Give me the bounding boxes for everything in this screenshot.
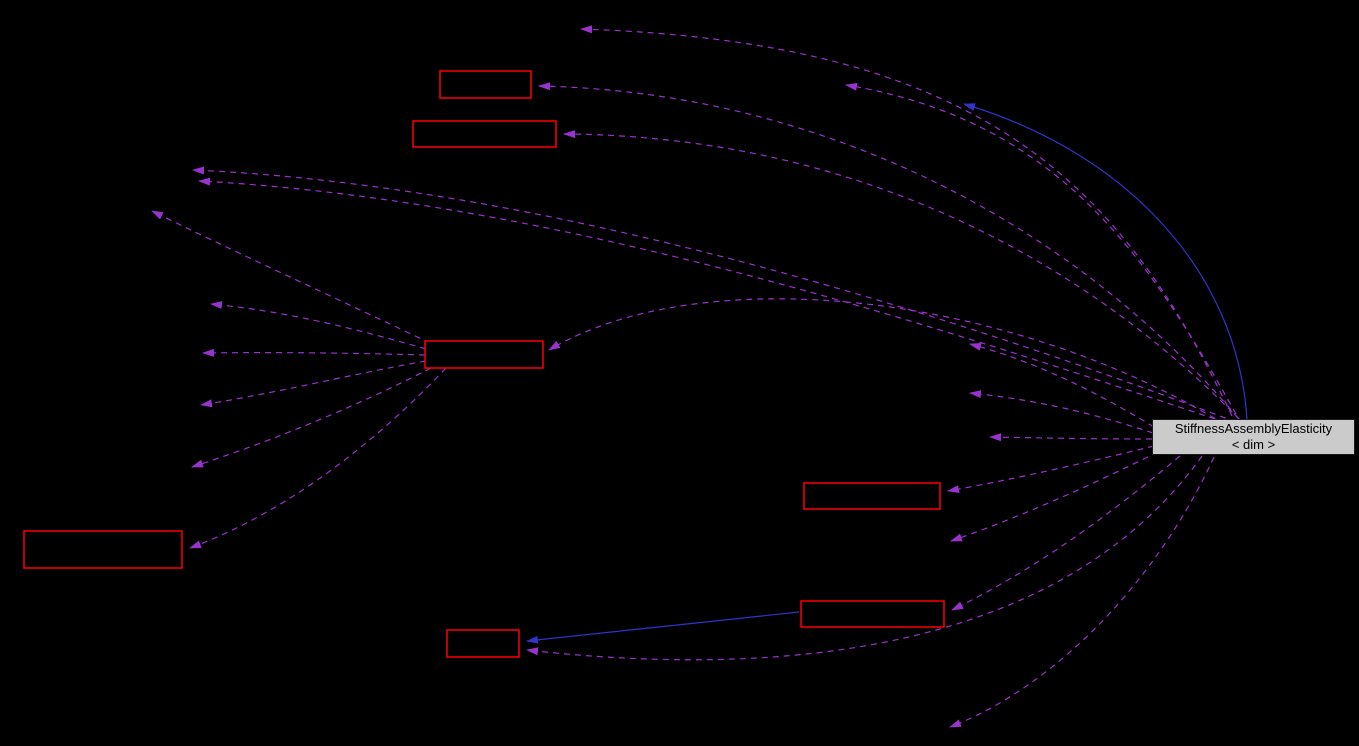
class-node-label-line1: StiffnessAssemblyElasticity xyxy=(1174,421,1333,436)
usage-edge-to-top-left-class xyxy=(580,25,1233,417)
node-layer xyxy=(23,70,945,658)
middlebox-edge-to-left-class-4 xyxy=(200,360,427,408)
usage-edge-to-box-middle xyxy=(548,298,1235,431)
usage-edge-to-box-right-lower xyxy=(951,455,1181,611)
class-box-right-lower[interactable] xyxy=(800,600,945,628)
class-box-bottom-small[interactable] xyxy=(446,629,520,658)
usage-edge-to-top-center-class xyxy=(845,82,1237,415)
usage-edge-to-far-left-class-2 xyxy=(198,177,1237,427)
usage-edge-to-right-class-3 xyxy=(989,433,1153,442)
usage-edge-to-box-bottom-small xyxy=(526,455,1203,661)
usage-edge-to-right-class-4 xyxy=(950,451,1159,542)
middlebox-edge-to-left-class-1 xyxy=(151,210,431,344)
usage-edge-to-box-right-upper xyxy=(947,445,1155,493)
class-box-left[interactable] xyxy=(23,530,183,569)
inheritance-edge-lower-to-bottom xyxy=(526,611,800,644)
middlebox-edge-to-left-class-3 xyxy=(202,348,426,357)
middlebox-edge-to-left-class-2 xyxy=(210,301,427,350)
class-node-label-line2: < dim > xyxy=(1231,437,1276,452)
usage-edge-to-far-left-class-1 xyxy=(192,166,1237,423)
node-stiffness-assembly-elasticity[interactable]: StiffnessAssemblyElasticity < dim > xyxy=(1152,419,1355,455)
inheritance-edge-to-top-class xyxy=(963,103,1248,420)
usage-edge-to-bottom-class xyxy=(949,456,1215,728)
usage-edge-to-right-class-1 xyxy=(969,342,1155,428)
middlebox-edge-to-left-class-5 xyxy=(191,367,432,468)
class-box-top-wide[interactable] xyxy=(412,120,557,148)
usage-edge-to-box-top-small xyxy=(538,82,1239,419)
middlebox-edge-to-box-left xyxy=(189,367,447,549)
class-box-middle[interactable] xyxy=(424,340,544,369)
class-box-top-small[interactable] xyxy=(439,70,532,99)
class-box-right-upper[interactable] xyxy=(803,482,941,510)
usage-edge-to-right-class-2 xyxy=(969,390,1154,434)
edge-layer xyxy=(151,25,1248,728)
usage-edge-to-box-top-wide xyxy=(563,130,1241,421)
